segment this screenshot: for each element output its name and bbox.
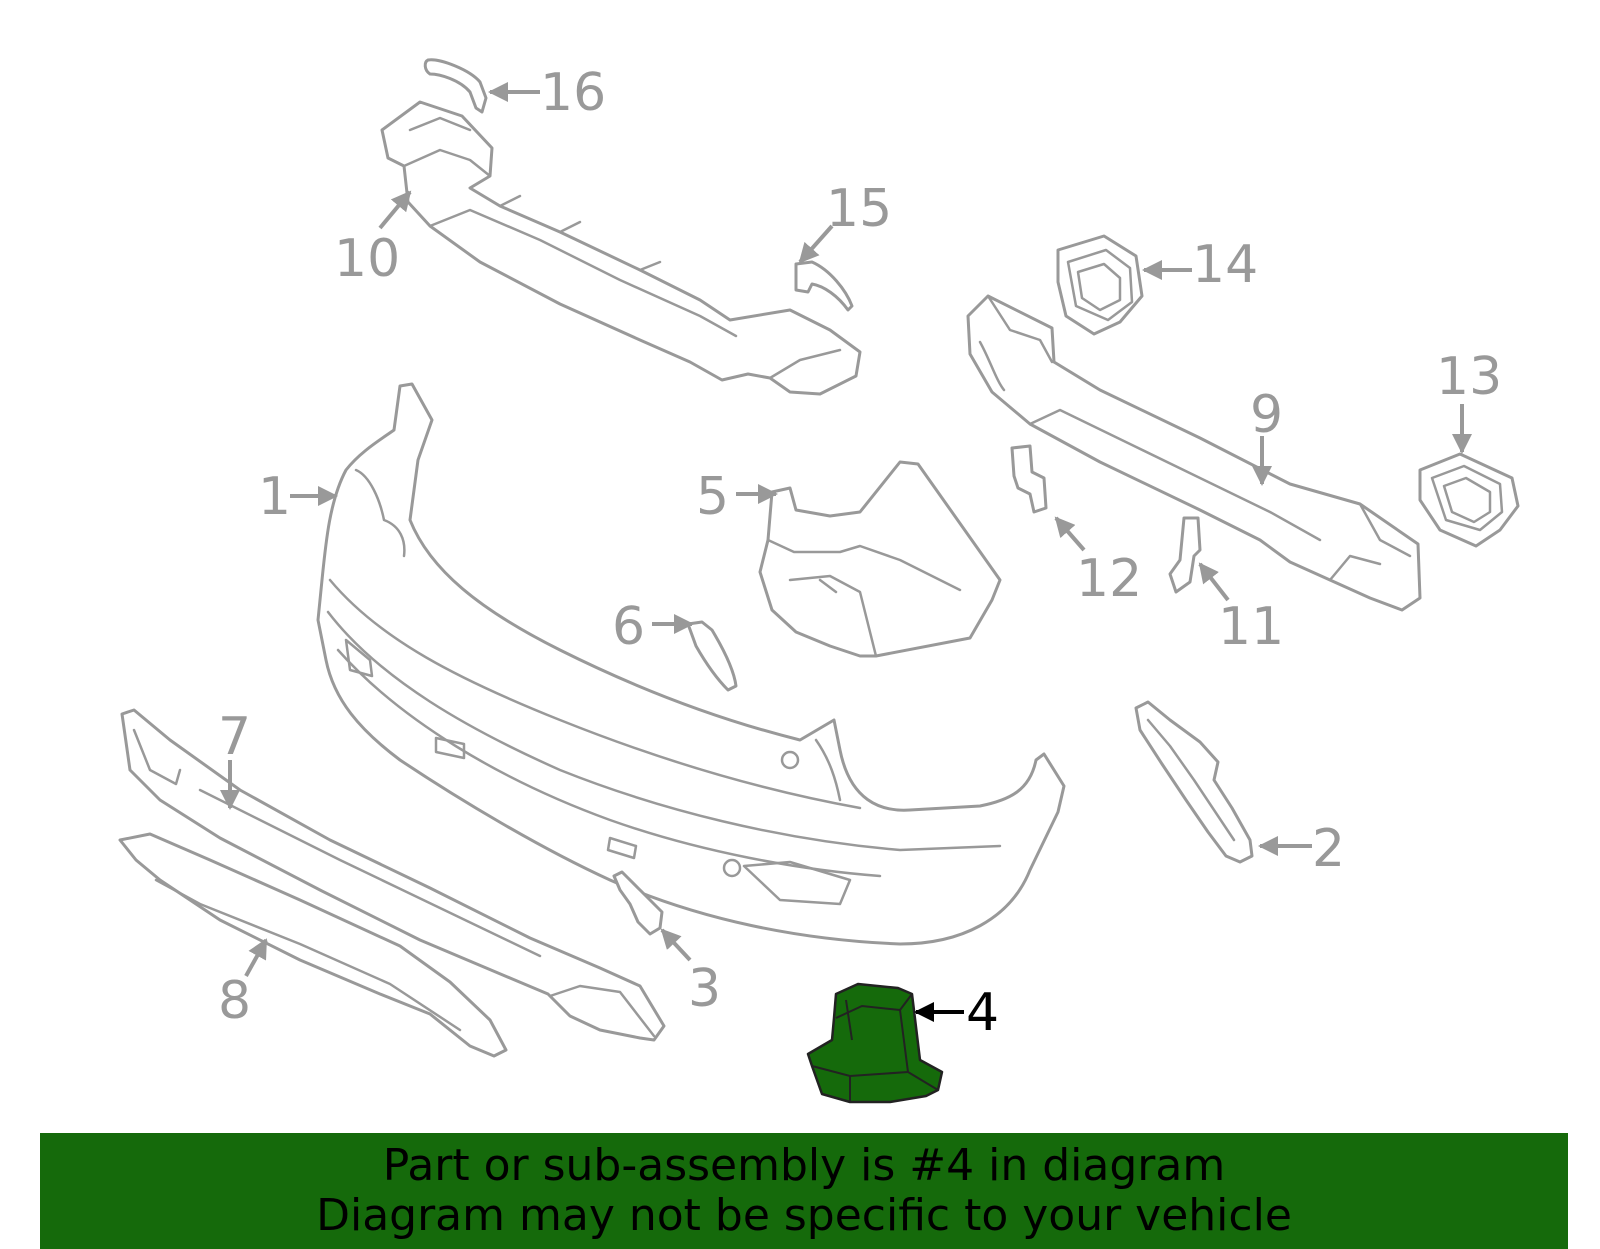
leader-lines bbox=[220, 82, 1472, 1022]
part-11-bracket bbox=[1168, 516, 1202, 594]
callout-4: 4 bbox=[966, 983, 999, 1043]
part-4-highlighted[interactable] bbox=[806, 982, 944, 1104]
part-8-trim-strip bbox=[118, 832, 508, 1058]
callout-13: 13 bbox=[1436, 347, 1502, 407]
callout-3: 3 bbox=[688, 959, 721, 1019]
callout-2: 2 bbox=[1312, 819, 1345, 879]
part-3-cap bbox=[612, 870, 664, 936]
banner-line-2: Diagram may not be specific to your vehi… bbox=[316, 1190, 1292, 1241]
part-14-bracket bbox=[1056, 234, 1144, 336]
callout-14: 14 bbox=[1192, 235, 1258, 295]
part-2-side-bracket bbox=[1134, 700, 1254, 864]
callout-11: 11 bbox=[1218, 597, 1284, 657]
callout-8: 8 bbox=[218, 971, 251, 1031]
info-banner: Part or sub-assembly is #4 in diagram Di… bbox=[40, 1133, 1568, 1249]
callout-10: 10 bbox=[334, 229, 400, 289]
callout-16: 16 bbox=[540, 63, 606, 123]
callout-9: 9 bbox=[1250, 385, 1283, 445]
callout-15: 15 bbox=[826, 179, 892, 239]
callout-6: 6 bbox=[612, 597, 645, 657]
banner-line-1: Part or sub-assembly is #4 in diagram bbox=[382, 1140, 1226, 1191]
part-13-bracket bbox=[1418, 452, 1520, 548]
callout-labels: 16 10 15 14 13 9 12 11 1 5 6 2 7 8 3 4 bbox=[218, 63, 1502, 1043]
callout-7: 7 bbox=[218, 707, 251, 767]
part-12-bracket bbox=[1010, 444, 1048, 514]
callout-12: 12 bbox=[1076, 549, 1142, 609]
part-1-bumper-cover bbox=[316, 382, 1066, 946]
part-10-upper-reinforcement bbox=[380, 100, 862, 396]
callout-1: 1 bbox=[258, 467, 291, 527]
part-15-clip bbox=[794, 260, 854, 312]
callout-5: 5 bbox=[696, 467, 729, 527]
part-16-bracket bbox=[423, 58, 488, 114]
part-6-cover bbox=[686, 620, 738, 692]
part-9-beam bbox=[966, 294, 1422, 612]
part-5-panel bbox=[758, 460, 1002, 658]
part-7-valance bbox=[120, 708, 666, 1042]
